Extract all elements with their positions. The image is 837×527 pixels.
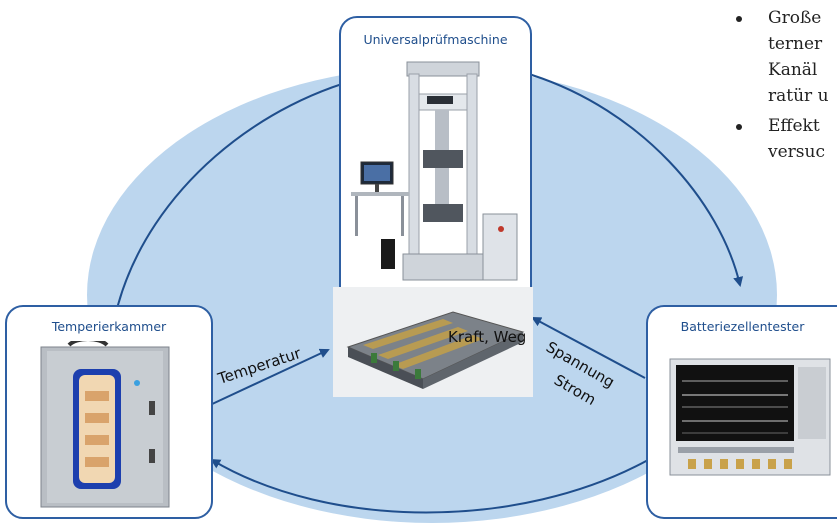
- node-title: Batteriezellentester: [680, 319, 805, 334]
- bullet-1-line-4: ratür u: [768, 86, 829, 106]
- bullet-2-line-1: Effekt: [768, 116, 820, 136]
- node-title: Universalprüfmaschine: [363, 32, 508, 47]
- bullet-1-line-3: Kanäl: [768, 60, 818, 80]
- oscilloscope-illustration: [669, 358, 831, 476]
- node-batteriezellentester: Batteriezellentester: [646, 305, 837, 519]
- arrow-right-to-center: [531, 317, 646, 379]
- edge-label-kraft-weg: Kraft, Weg: [448, 328, 527, 346]
- arc-top-to-right: [522, 67, 744, 287]
- battery-module-image: [333, 287, 533, 397]
- arc-right-to-left: [210, 451, 658, 514]
- arc-left-to-top: [111, 71, 377, 315]
- bullet-2-line-2: versuc: [768, 142, 825, 162]
- bullet-dot-2: [736, 124, 742, 130]
- testing-machine-illustration: [351, 61, 518, 281]
- battery-module-icon: [346, 311, 525, 389]
- arrow-left-to-center: [209, 348, 330, 406]
- bullet-dot-1: [736, 16, 742, 22]
- node-universalpruefmaschine: Universalprüfmaschine: [339, 16, 532, 307]
- node-temperierkammer: Temperierkammer: [5, 305, 213, 519]
- climate-chamber-illustration: [40, 341, 170, 508]
- bullet-1-line-2: terner: [768, 34, 823, 54]
- bullet-1-line-1: Große: [768, 8, 822, 28]
- node-title: Temperierkammer: [51, 319, 167, 334]
